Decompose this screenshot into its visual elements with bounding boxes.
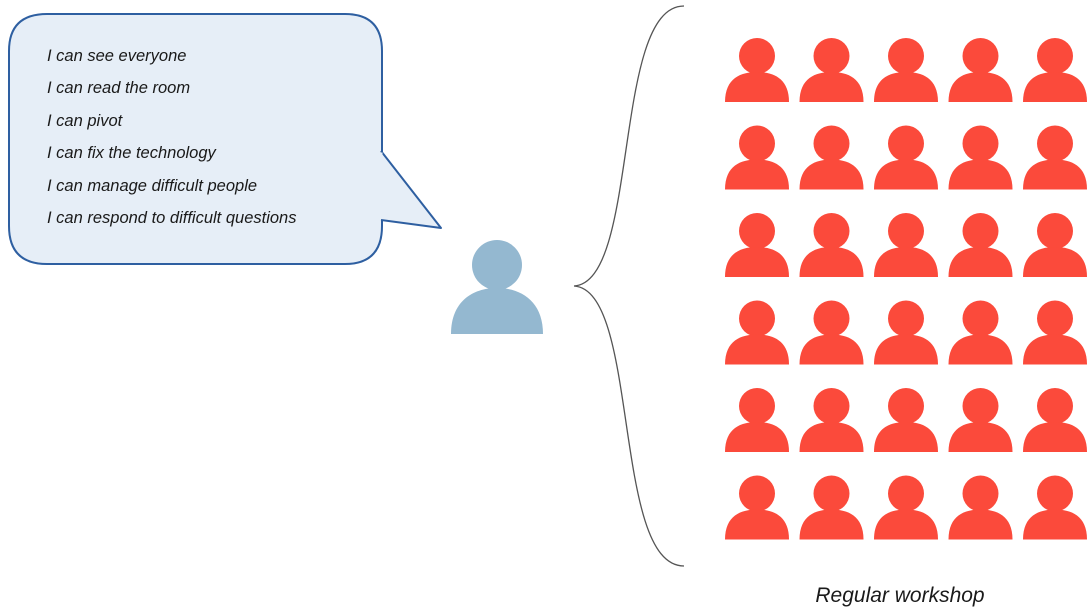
bubble-line: I can respond to difficult questions xyxy=(47,209,297,228)
audience-person-icon xyxy=(725,475,789,540)
audience-person-icon xyxy=(874,213,938,277)
bubble-line: I can see everyone xyxy=(47,47,187,65)
audience-person-icon xyxy=(948,388,1013,452)
audience-person-icon xyxy=(799,125,864,190)
audience-person-icon xyxy=(874,38,938,102)
audience-grid xyxy=(725,38,1087,540)
audience-person-icon xyxy=(948,213,1013,277)
bubble-line: I can pivot xyxy=(47,111,123,130)
audience-person-icon xyxy=(1023,388,1087,452)
audience-person-icon xyxy=(799,475,864,540)
audience-person-icon xyxy=(874,300,938,365)
audience-person-icon xyxy=(874,125,938,190)
audience-person-icon xyxy=(725,125,789,190)
audience-person-icon xyxy=(799,213,864,277)
audience-person-icon xyxy=(1023,38,1087,102)
audience-person-icon xyxy=(799,300,864,365)
audience-person-icon xyxy=(725,300,789,365)
audience-person-icon xyxy=(874,388,938,452)
bubble-line: I can read the room xyxy=(47,79,191,98)
audience-person-icon xyxy=(799,388,864,452)
audience-person-icon xyxy=(874,475,938,540)
speech-bubble-text: I can see everyone I can read the room I… xyxy=(47,40,377,234)
audience-person-icon xyxy=(1023,300,1087,365)
audience-person-icon xyxy=(725,388,789,452)
curly-brace xyxy=(573,5,685,567)
speech-bubble xyxy=(8,13,383,265)
audience-person-icon xyxy=(948,38,1013,102)
audience-person-icon xyxy=(948,125,1013,190)
audience-person-icon xyxy=(1023,475,1087,540)
audience-person-icon xyxy=(1023,213,1087,277)
audience-person-icon xyxy=(948,475,1013,540)
audience-person-icon xyxy=(725,38,789,102)
bubble-line: I can fix the technology xyxy=(47,144,216,163)
caption: Regular workshop xyxy=(815,584,985,607)
audience-person-icon xyxy=(948,300,1013,365)
facilitator-person-icon xyxy=(451,240,543,334)
bubble-line: I can manage difficult people xyxy=(47,176,258,195)
audience-person-icon xyxy=(725,213,789,277)
audience-person-icon xyxy=(799,38,864,102)
speech-bubble-tail xyxy=(380,150,442,229)
audience-person-icon xyxy=(1023,125,1087,190)
